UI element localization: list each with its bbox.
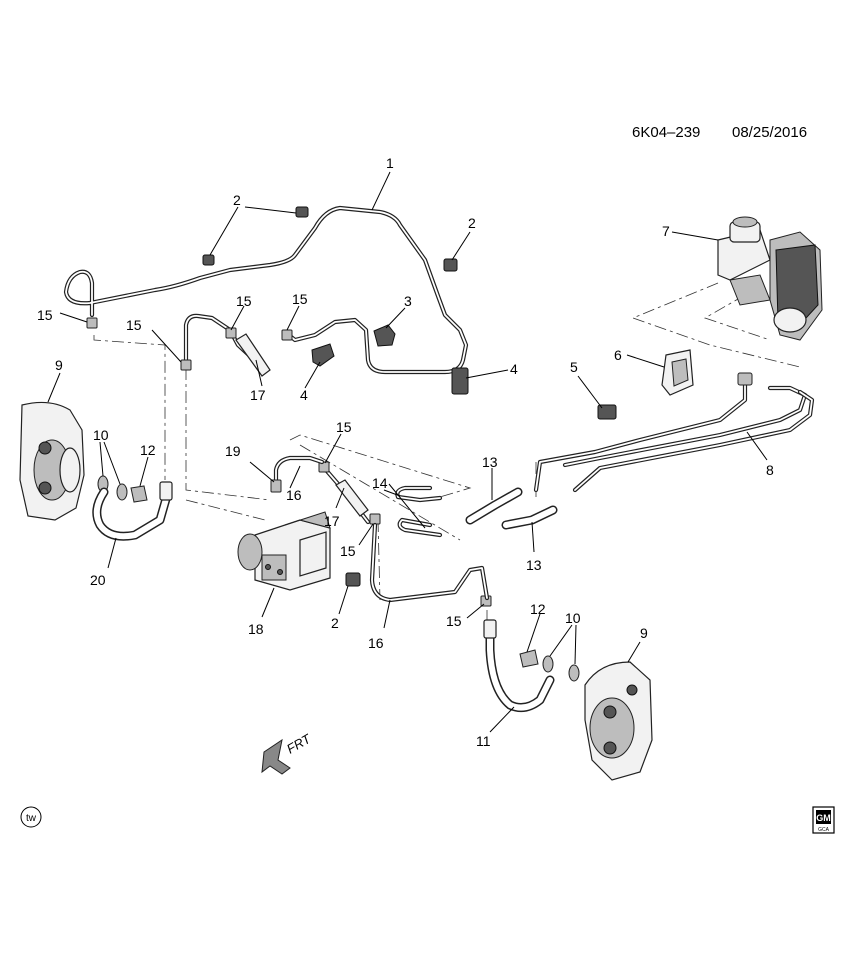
bolt-part-12 [130,485,539,668]
caliper-left-9 [19,401,85,521]
callout-17: 17 [324,513,340,529]
direction-label: FRT [284,731,314,757]
callout-7: 7 [662,223,670,239]
callout-15: 15 [37,307,53,323]
callout-9: 9 [55,357,63,373]
callout-6: 6 [614,347,622,363]
caliper-right-9 [584,661,653,781]
clip-part-3 [373,324,396,347]
callout-13: 13 [482,454,498,470]
front-direction-arrow: FRT [261,731,314,775]
callout-15: 15 [292,291,308,307]
assembly-lines [93,282,801,630]
callout-labels: 1 2 2 2 3 4 4 5 6 7 8 9 9 10 10 11 12 12… [37,155,774,749]
callout-12: 12 [140,442,156,458]
callout-20: 20 [90,572,106,588]
callout-12: 12 [530,601,546,617]
gm-logo: GM GCA [812,806,835,834]
brake-hose-11 [483,619,555,713]
callout-15: 15 [340,543,356,559]
diagram-date: 08/25/2016 [732,124,807,141]
washer-part-10 [97,475,580,682]
callout-1: 1 [386,155,394,171]
callout-4: 4 [510,361,518,377]
callout-16: 16 [368,635,384,651]
diagram-id: 6K04–239 [632,124,700,141]
brake-pipe-17 [183,313,371,525]
callout-2: 2 [331,615,339,631]
brake-pipe-bundle-8 [533,372,815,493]
callout-5: 5 [570,359,578,375]
leader-lines [47,171,768,733]
brake-hose-20 [92,481,173,541]
brake-pipe-1 [63,205,469,375]
bracket-part-4 [311,343,469,395]
brake-hose-13 [465,487,558,530]
gm-logo-text: GM [816,813,831,823]
callout-15: 15 [446,613,462,629]
callout-3: 3 [404,293,412,309]
callout-2: 2 [233,192,241,208]
callout-16: 16 [286,487,302,503]
callout-11: 11 [476,733,491,749]
callout-15: 15 [236,293,252,309]
clip-part-5 [597,404,617,420]
gm-logo-sub: GCA [818,827,830,833]
callout-4: 4 [300,387,308,403]
callout-13: 13 [526,557,542,573]
callout-17: 17 [250,387,266,403]
abs-modulator-18 [237,511,331,591]
fitting-part-19 [270,479,282,493]
callout-14: 14 [372,475,388,491]
brake-hose-14 [395,485,443,538]
callout-2: 2 [468,215,476,231]
callout-15: 15 [126,317,142,333]
tw-badge: tw [20,806,42,828]
tw-label: tw [26,813,37,824]
callout-19: 19 [225,443,241,459]
clip-part-2 [202,206,458,587]
callout-8: 8 [766,462,774,478]
callout-15: 15 [336,419,352,435]
callout-18: 18 [248,621,264,637]
shield-part-6 [661,349,694,396]
callout-9: 9 [640,625,648,641]
brake-pipe-16 [273,455,490,603]
callout-10: 10 [565,610,581,626]
callout-10: 10 [93,427,109,443]
master-cylinder-7 [717,216,823,341]
